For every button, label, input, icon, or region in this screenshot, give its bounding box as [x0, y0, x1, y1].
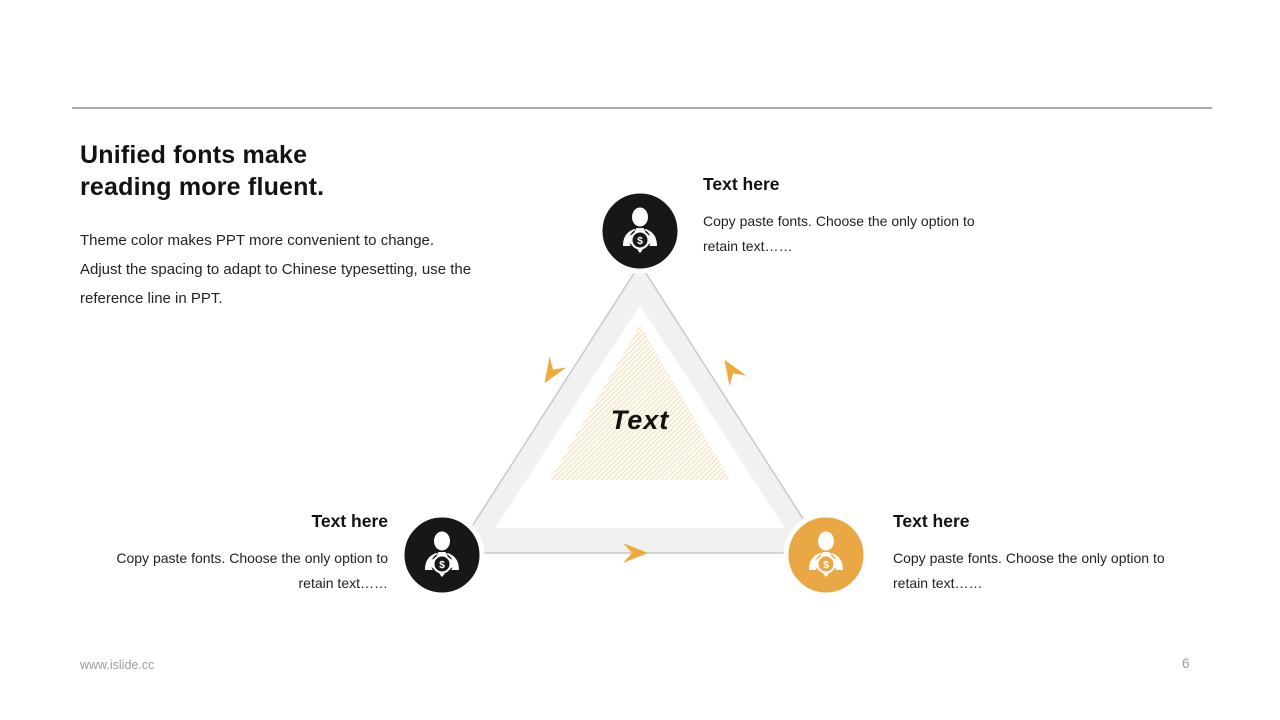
node-description: Copy paste fonts. Choose the only option…: [893, 546, 1193, 596]
node-description-line: Copy paste fonts. Choose the only option…: [893, 550, 1165, 566]
center-label: Text: [611, 405, 670, 435]
node-description-line: Copy paste fonts. Choose the only option…: [703, 213, 975, 229]
page-title-line1: Unified fonts make: [80, 141, 308, 169]
flow-arrow-right-edge: [724, 359, 747, 387]
node-description: Copy paste fonts. Choose the only option…: [88, 546, 388, 596]
page-number: 6: [1182, 656, 1190, 671]
node-description-line: Copy paste fonts. Choose the only option…: [116, 550, 388, 566]
intro-paragraph: Theme color makes PPT more convenient to…: [80, 226, 471, 313]
page-title: Unified fonts make reading more fluent.: [80, 139, 324, 203]
node-heading: Text here: [311, 511, 388, 531]
node-text-block-bottom-right: Text here Copy paste fonts. Choose the o…: [893, 510, 1193, 596]
top-divider-line: [72, 107, 1212, 109]
node-heading: Text here: [703, 174, 780, 194]
flow-arrow-bottom-edge: [623, 543, 648, 563]
node-description-line: retain text……: [298, 575, 388, 591]
person-money-bag-icon: [402, 515, 482, 595]
node-description-line: retain text……: [893, 575, 983, 591]
hatched-center-triangle: [550, 325, 730, 480]
intro-line: reference line in PPT.: [80, 290, 223, 307]
node-text-block-bottom-left: Text here Copy paste fonts. Choose the o…: [88, 510, 388, 596]
person-money-bag-icon: [786, 515, 866, 595]
page-title-line2: reading more fluent.: [80, 173, 325, 201]
person-money-bag-icon: [600, 191, 680, 271]
node-description: Copy paste fonts. Choose the only option…: [703, 209, 1003, 259]
footer-url[interactable]: www.islide.cc: [80, 658, 155, 672]
node-description-line: retain text……: [703, 238, 793, 254]
node-heading: Text here: [893, 511, 970, 531]
triangle-cycle-diagram: $ Text: [380, 180, 900, 620]
intro-line: Theme color makes PPT more convenient to…: [80, 232, 435, 249]
flow-arrow-left-edge: [544, 356, 567, 384]
intro-line: Adjust the spacing to adapt to Chinese t…: [80, 261, 472, 278]
node-text-block-top: Text here Copy paste fonts. Choose the o…: [703, 173, 1003, 259]
